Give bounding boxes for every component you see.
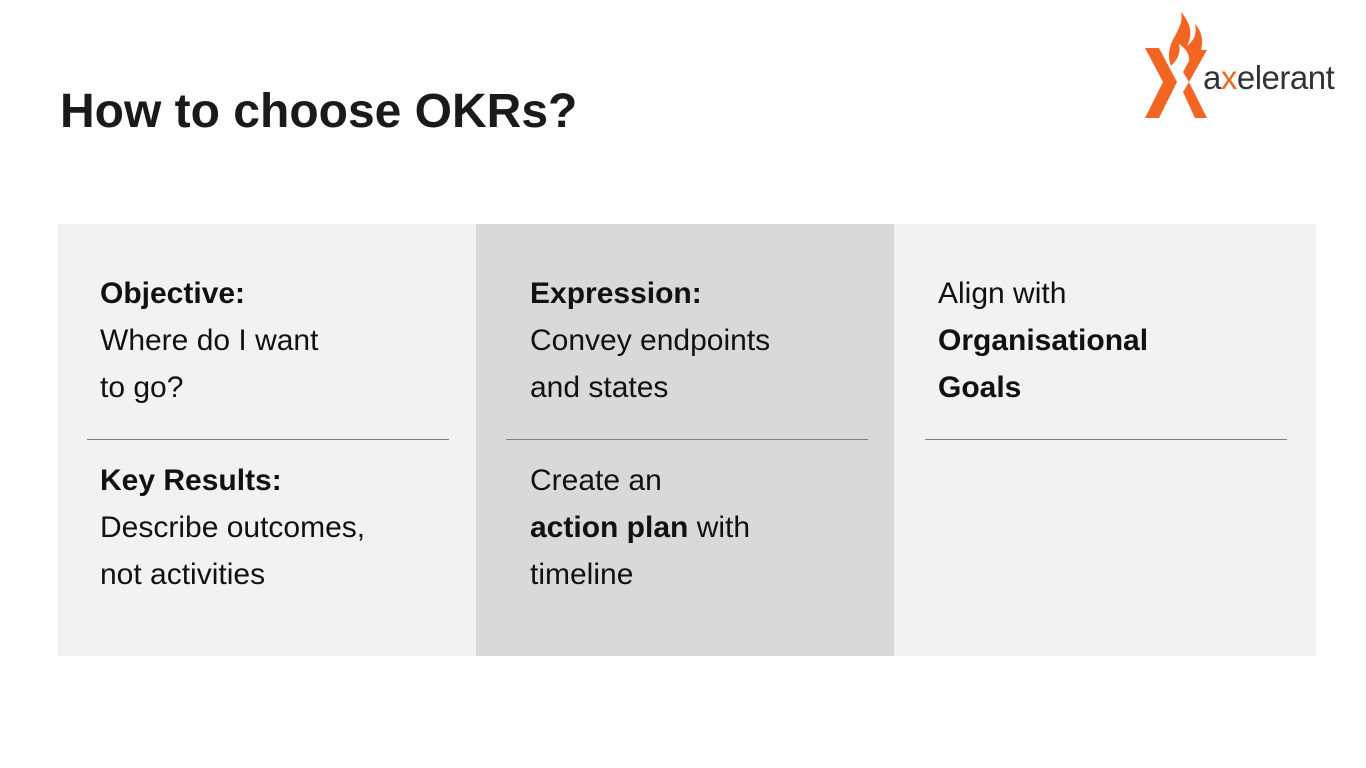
objective-block: Objective: Where do I want to go? bbox=[100, 270, 318, 411]
column-3-divider bbox=[925, 439, 1287, 440]
action-plan-line-3: timeline bbox=[530, 558, 634, 591]
slide-title: How to choose OKRs? bbox=[60, 85, 578, 138]
logo-word-x: x bbox=[1220, 59, 1238, 96]
objective-line-1: Where do I want bbox=[100, 324, 319, 357]
key-results-line-2: not activities bbox=[100, 558, 266, 591]
expression-action-panel: Expression: Convey endpoints and states … bbox=[476, 224, 894, 656]
column-2-divider bbox=[506, 439, 868, 440]
alignment-line-1: Align with bbox=[938, 277, 1067, 310]
alignment-bold-1: Organisational bbox=[938, 324, 1149, 357]
key-results-line-1: Describe outcomes, bbox=[100, 511, 366, 544]
expression-block: Expression: Convey endpoints and states bbox=[530, 270, 770, 411]
logo-word-a: a bbox=[1203, 59, 1221, 96]
objective-line-2: to go? bbox=[100, 371, 184, 404]
action-plan-line-1: Create an bbox=[530, 464, 662, 497]
expression-line-1: Convey endpoints bbox=[530, 324, 771, 357]
action-plan-block: Create an action plan with timeline bbox=[530, 457, 750, 598]
alignment-block: Align with Organisational Goals bbox=[938, 270, 1148, 411]
objective-keyresults-panel: Objective: Where do I want to go? Key Re… bbox=[58, 224, 476, 656]
alignment-panel: Align with Organisational Goals bbox=[894, 224, 1316, 656]
axelerant-logo: axelerant bbox=[1143, 10, 1358, 122]
key-results-heading: Key Results: bbox=[100, 464, 282, 497]
alignment-bold-2: Goals bbox=[938, 371, 1022, 404]
action-plan-bold: action plan bbox=[530, 511, 689, 544]
axelerant-wordmark: axelerant bbox=[1203, 59, 1335, 96]
axelerant-flame-icon bbox=[1145, 12, 1207, 118]
objective-heading: Objective: bbox=[100, 277, 246, 310]
action-plan-after-bold: with bbox=[688, 511, 751, 544]
column-1-divider bbox=[87, 439, 449, 440]
expression-line-2: and states bbox=[530, 371, 669, 404]
logo-word-rest: elerant bbox=[1236, 59, 1335, 96]
expression-heading: Expression: bbox=[530, 277, 702, 310]
key-results-block: Key Results: Describe outcomes, not acti… bbox=[100, 457, 365, 598]
